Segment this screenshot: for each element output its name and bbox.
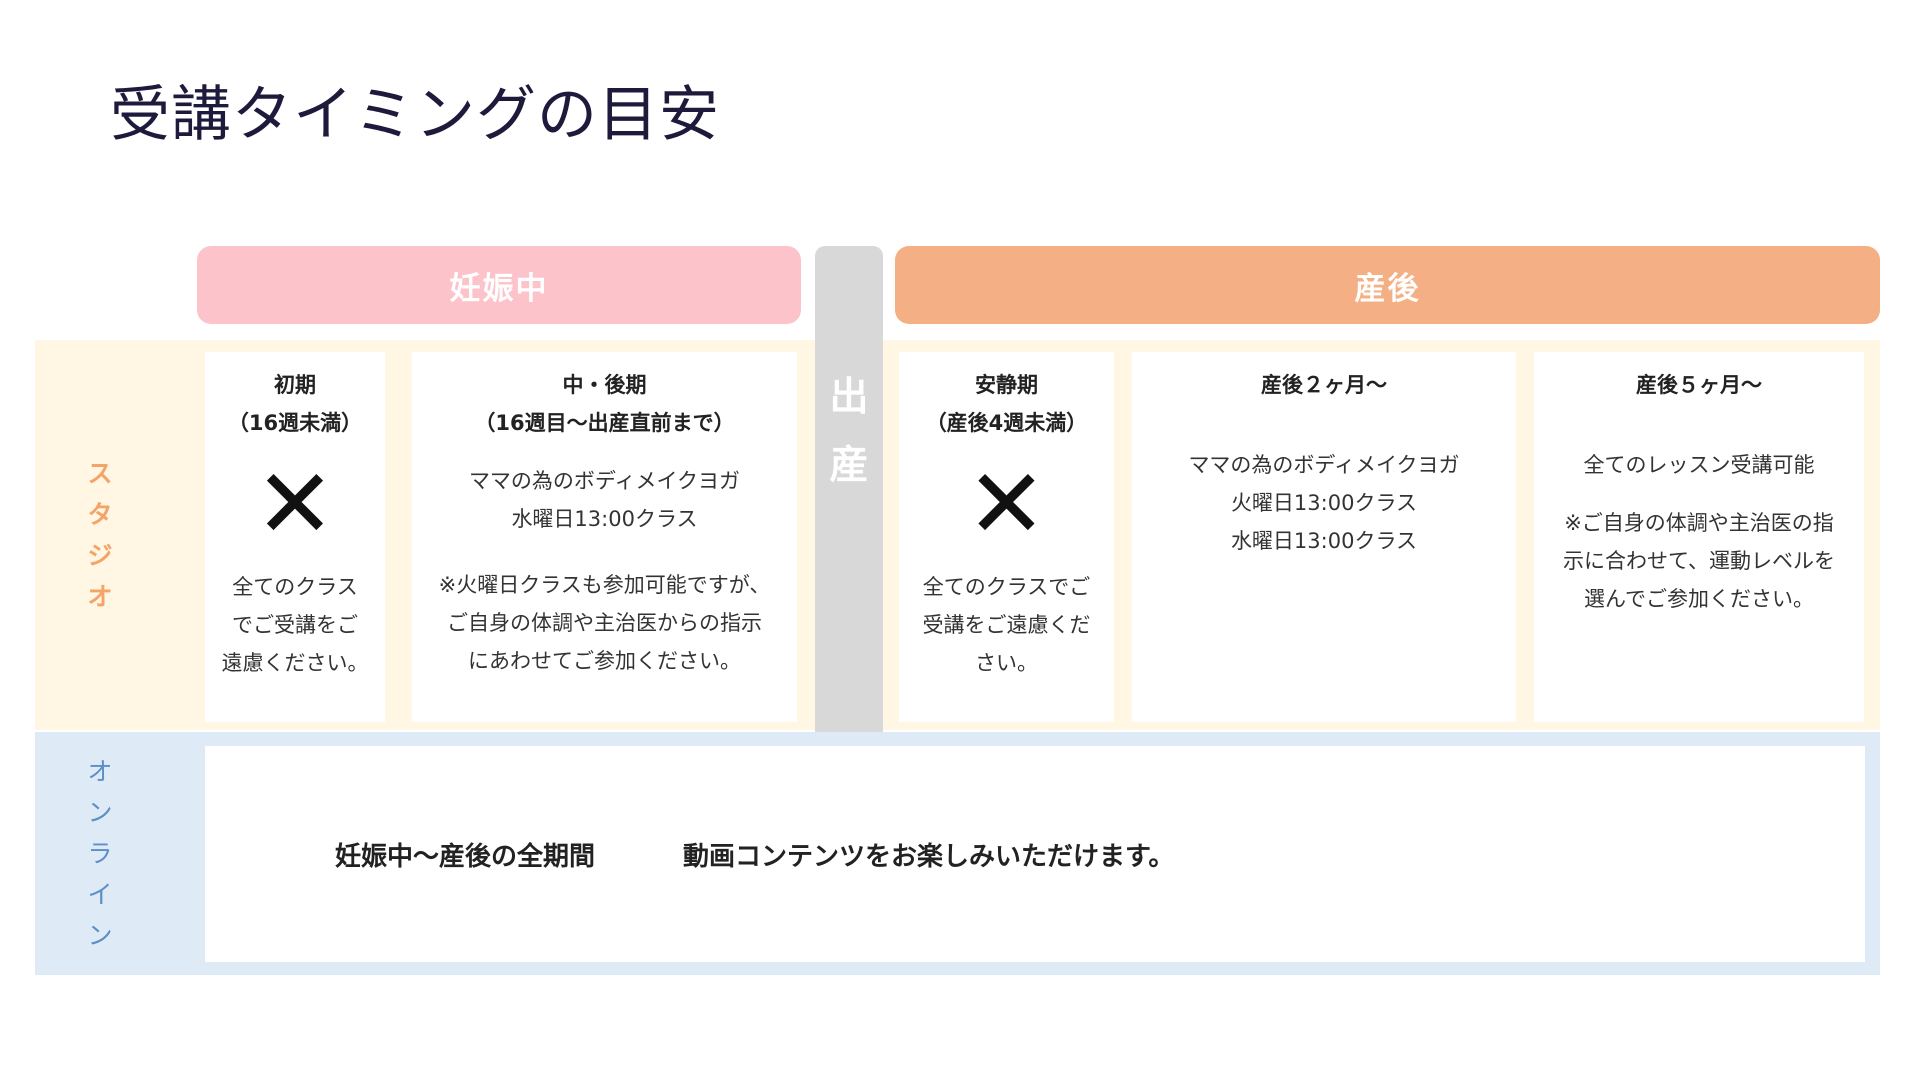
card-heading: 初期 [274,373,316,397]
postpartum-header: 産後 [895,246,1880,324]
studio-label-char: タ [87,500,113,529]
card-text: 全てのクラス [232,575,358,599]
card-note: ご自身の体調や主治医からの指示 [447,611,762,635]
studio-label-char: ス [87,459,113,488]
card-text: 遠慮ください。 [221,651,369,675]
online-label-char: ン [87,798,113,827]
class-name: ママの為のボディメイクヨガ [468,469,741,493]
online-period: 妊娠中〜産後の全期間 [335,841,596,872]
rest-period-card: 安静期 （産後4週未満） ✕ 全てのクラスでご 受講をご遠慮くだ さい。 [899,352,1114,722]
birth-label-char: 産 [829,443,869,488]
card-note: ※ご自身の体調や主治医の指 [1564,511,1834,535]
card-heading: 中・後期 [562,373,647,397]
class-schedule: 火曜日13:00クラス [1230,491,1418,515]
mid-late-pregnancy-card: 中・後期 （16週目〜出産直前まで） ママの為のボディメイクヨガ 水曜日13:0… [412,352,797,722]
card-text: 全てのクラスでご [922,575,1091,599]
card-text: でご受講をご [232,613,358,637]
birth-label-char: 出 [829,375,869,420]
studio-row-label: ス タ ジ オ [35,340,165,730]
postpartum-5-months-card: 産後５ヶ月〜 全てのレッスン受講可能 ※ご自身の体調や主治医の指 示に合わせて、… [1534,352,1864,722]
birth-column: 出 産 [815,246,883,732]
card-heading: 産後２ヶ月〜 [1261,373,1387,397]
card-subheading: （16週未満） [227,411,363,435]
class-schedule: 水曜日13:00クラス [511,507,698,531]
online-label-char: イ [87,880,113,909]
class-name: ママの為のボディメイクヨガ [1188,453,1460,477]
studio-label-char: オ [87,582,113,611]
card-heading: 安静期 [975,373,1038,397]
online-content-card: 妊娠中〜産後の全期間 動画コンテンツをお楽しみいただけます。 [205,746,1865,962]
pregnancy-header: 妊娠中 [197,246,801,324]
online-row-label: オ ン ラ イ ン [35,732,165,975]
not-allowed-icon: ✕ [254,448,336,560]
card-subheading: （産後4週未満） [925,411,1088,435]
online-description: 動画コンテンツをお楽しみいただけます。 [683,841,1175,872]
card-note: 選んでご参加ください。 [1584,587,1814,611]
studio-label-char: ジ [87,541,113,570]
postpartum-2-months-card: 産後２ヶ月〜 ママの為のボディメイクヨガ 火曜日13:00クラス 水曜日13:0… [1132,352,1516,722]
card-heading: 産後５ヶ月〜 [1636,373,1762,397]
card-text: さい。 [975,651,1038,675]
class-schedule: 水曜日13:00クラス [1230,529,1418,553]
online-label-char: ン [87,921,113,950]
online-label-char: ラ [87,839,113,868]
card-text: 受講をご遠慮くだ [922,613,1091,637]
card-note: 示に合わせて、運動レベルを [1563,549,1835,573]
card-note: ※火曜日クラスも参加可能ですが、 [438,573,771,597]
card-text: 全てのレッスン受講可能 [1583,453,1815,477]
card-subheading: （16週目〜出産直前まで） [474,411,735,435]
early-pregnancy-card: 初期 （16週未満） ✕ 全てのクラス でご受講をご 遠慮ください。 [205,352,385,722]
online-label-char: オ [87,757,113,786]
card-note: にあわせてご参加ください。 [468,649,741,673]
page-title: 受講タイミングの目安 [110,80,720,150]
not-allowed-icon: ✕ [966,448,1047,560]
